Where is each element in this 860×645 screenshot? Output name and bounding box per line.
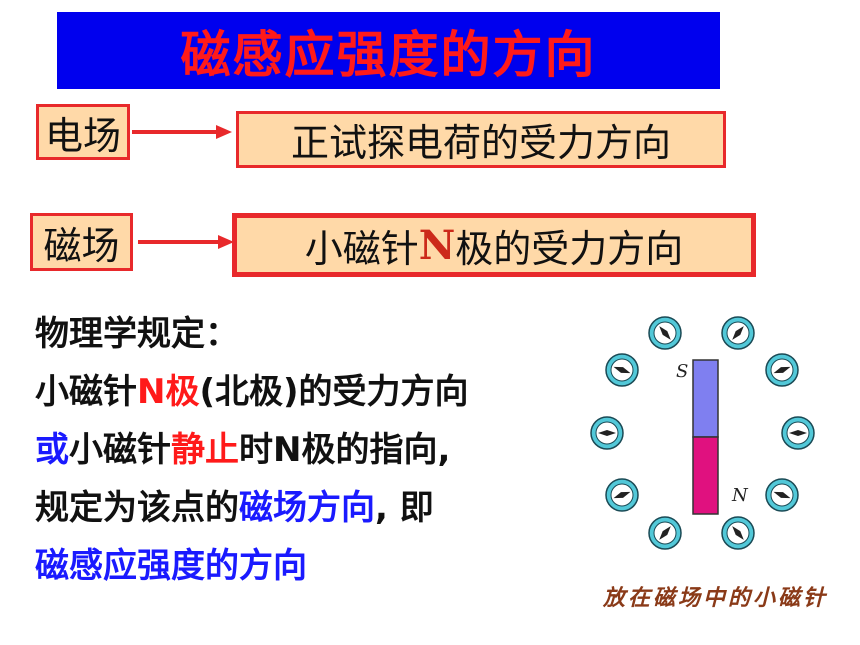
magnetic-label: 磁场 — [43, 223, 120, 268]
rule-l2-c: (北极)的受力方向 — [199, 372, 469, 412]
rule-l3-or: 或 — [35, 430, 69, 470]
magnetic-arrow-icon — [138, 235, 234, 249]
electric-label: 电场 — [44, 113, 121, 158]
magnetic-label-box: 磁场 — [30, 213, 133, 271]
rule-heading: 物理学规定： — [35, 314, 239, 354]
title-banner: 磁感应强度的方向 — [57, 12, 720, 89]
rule-l3-d: 时N极的指向, — [239, 430, 451, 470]
rule-l3-b: 小磁针 — [69, 430, 171, 470]
compass-icon — [648, 516, 682, 550]
rule-text: 物理学规定： 小磁针N极(北极)的受力方向 或小磁针静止时N极的指向, 规定为该… — [35, 305, 469, 595]
magnet-n-label: N — [731, 485, 749, 506]
magnet-s-label: S — [676, 361, 688, 382]
compass-icon — [590, 416, 624, 450]
compass-icon — [721, 316, 755, 350]
rule-l4-field-dir: 磁场方向 — [239, 488, 375, 528]
page-title: 磁感应强度的方向 — [180, 24, 597, 84]
magnet-n-half — [692, 436, 719, 515]
compass-ring — [590, 316, 815, 550]
magnetic-desc-pre: 小磁针 — [304, 226, 419, 271]
rule-l2-a: 小磁针 — [35, 372, 137, 412]
magnetic-desc-n: N — [418, 221, 456, 269]
electric-desc-box: 正试探电荷的受力方向 — [236, 111, 726, 168]
electric-label-box: 电场 — [36, 104, 130, 160]
compass-icon — [605, 353, 639, 387]
electric-arrow-icon — [132, 125, 232, 139]
compass-icon — [781, 416, 815, 450]
rule-l4-a: 规定为该点的 — [35, 488, 239, 528]
compass-icon — [765, 478, 799, 512]
electric-desc: 正试探电荷的受力方向 — [290, 121, 671, 165]
rule-l3-static: 静止 — [171, 430, 239, 470]
rule-l4-c: , 即 — [375, 488, 434, 528]
magnetic-desc-post: 极的受力方向 — [455, 226, 684, 271]
rule-line-4: 规定为该点的磁场方向, 即 — [35, 479, 469, 537]
magnet-figure: S N — [590, 316, 815, 550]
rule-line-3: 或小磁针静止时N极的指向, — [35, 421, 469, 479]
rule-line-5: 磁感应强度的方向 — [35, 546, 307, 586]
rule-l2-n-pole: N极 — [137, 372, 200, 412]
compass-icon — [648, 316, 682, 350]
magnet-s-half — [692, 359, 719, 438]
figure-caption: 放在磁场中的小磁针 — [602, 585, 828, 611]
rule-line-2: 小磁针N极(北极)的受力方向 — [35, 363, 469, 421]
compass-icon — [765, 353, 799, 387]
compass-icon — [605, 478, 639, 512]
compass-icon — [721, 516, 755, 550]
